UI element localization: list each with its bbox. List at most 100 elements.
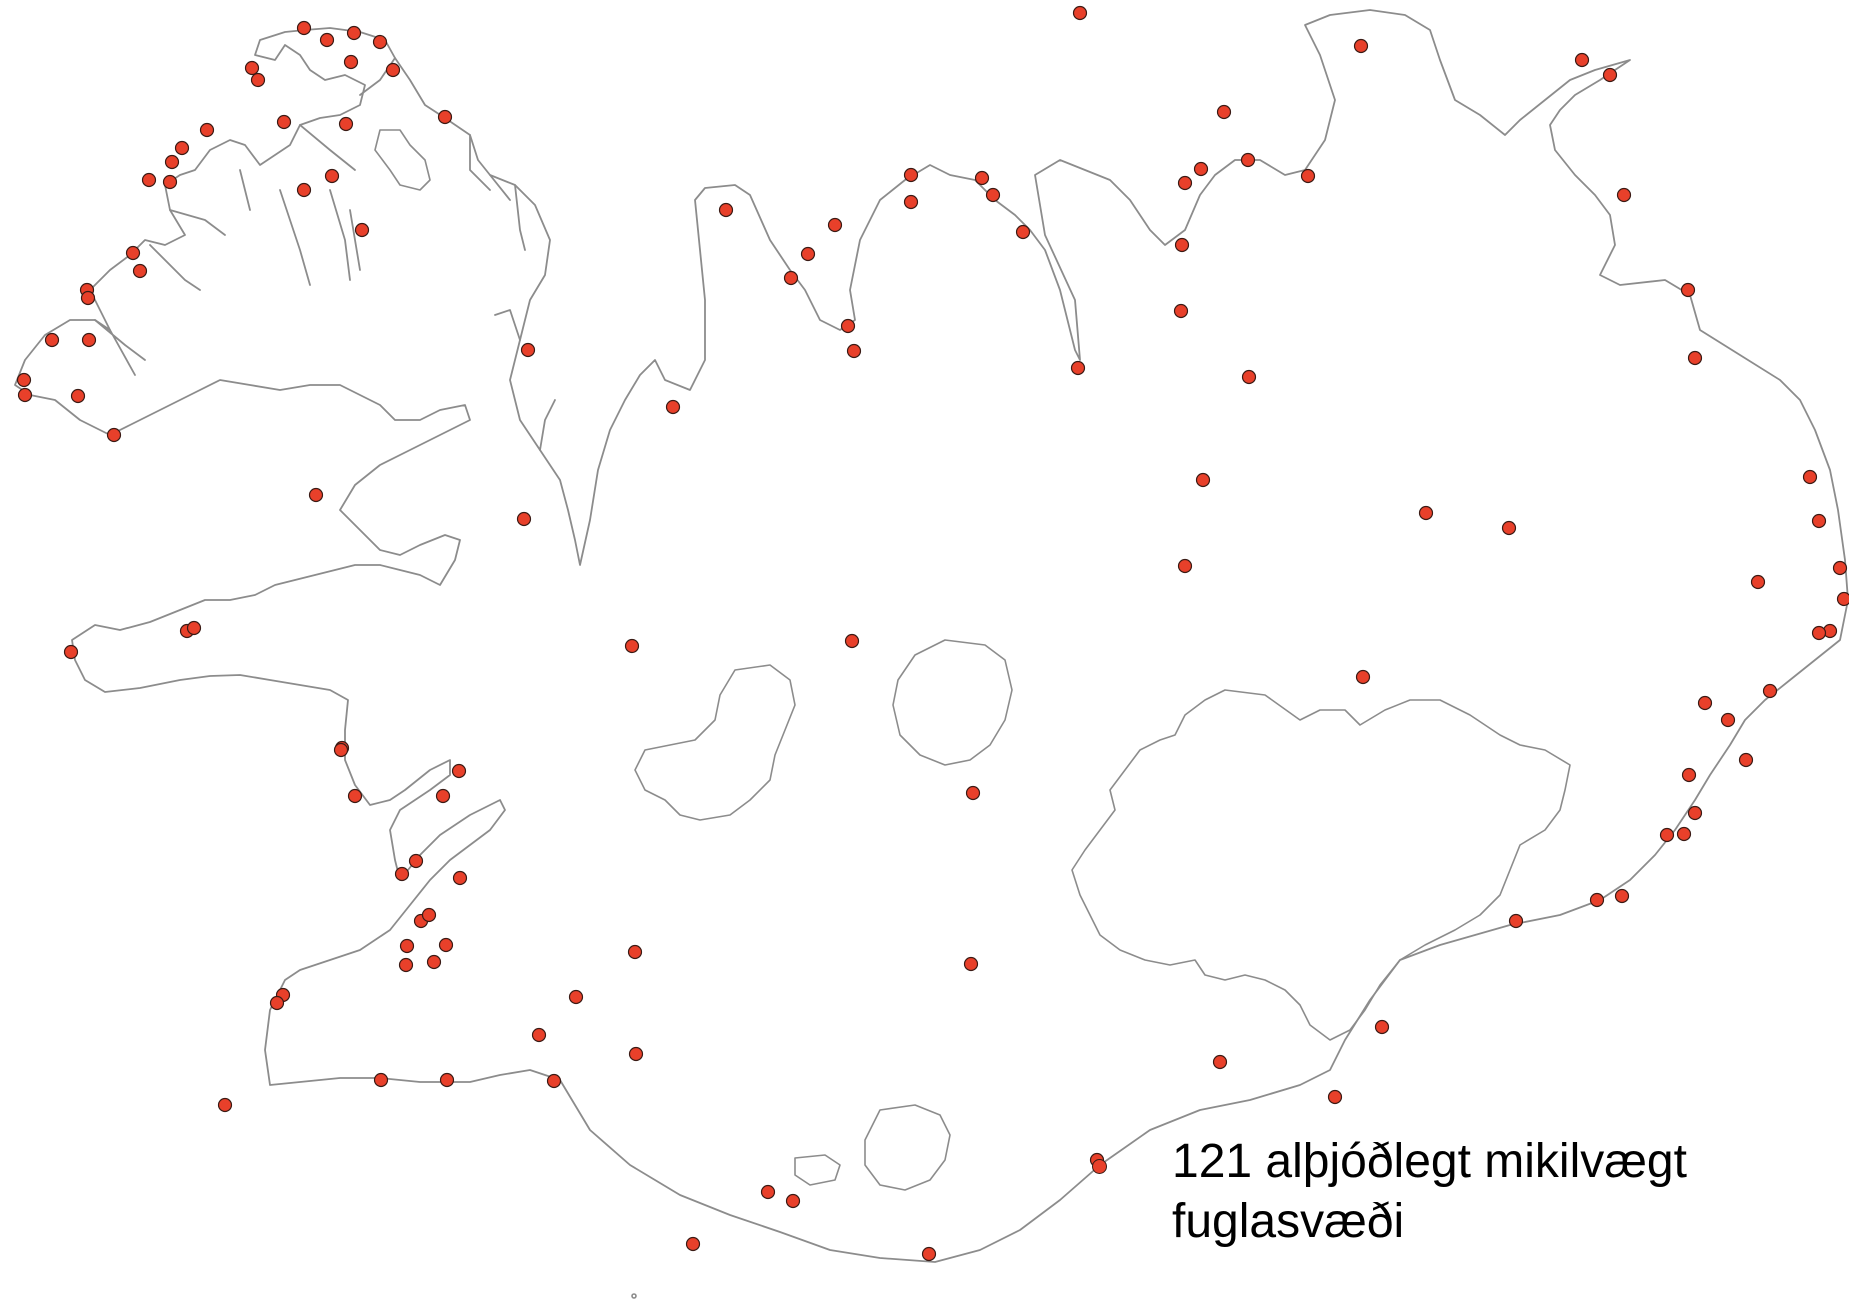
bird-area-site — [17, 387, 33, 403]
bird-area-site — [16, 372, 32, 388]
bird-area-site — [1762, 683, 1778, 699]
hofsjokull-glacier — [892, 639, 1013, 766]
myrdalsjokull-glacier — [864, 1104, 951, 1191]
bird-area-site — [452, 870, 468, 886]
bird-area-site — [437, 109, 453, 125]
bird-area-site — [164, 154, 180, 170]
bird-area-site — [44, 332, 60, 348]
bird-area-site — [963, 956, 979, 972]
bird-area-site — [827, 217, 843, 233]
bird-area-site — [921, 1246, 937, 1262]
bird-area-site — [1811, 513, 1827, 529]
eyjafjallajokull-glacier — [794, 1154, 841, 1186]
bird-area-site — [846, 343, 862, 359]
bird-area-site — [1811, 625, 1827, 641]
bird-area-site — [1216, 104, 1232, 120]
bird-area-site — [106, 427, 122, 443]
bird-area-site — [398, 957, 414, 973]
bird-area-site — [372, 34, 388, 50]
bird-area-site — [800, 246, 816, 262]
bird-area-site — [1508, 913, 1524, 929]
bird-area-site — [346, 25, 362, 41]
bird-area-site — [718, 202, 734, 218]
bird-area-site — [435, 788, 451, 804]
bird-area-site — [269, 995, 285, 1011]
small-islet — [631, 1293, 637, 1299]
bird-area-site — [840, 318, 856, 334]
bird-area-site — [1174, 237, 1190, 253]
bird-area-site — [1802, 469, 1818, 485]
bird-area-site — [1015, 224, 1031, 240]
bird-area-site — [628, 1046, 644, 1062]
bird-area-site — [1173, 303, 1189, 319]
westfjords-lake — [374, 129, 431, 191]
bird-area-site — [1687, 350, 1703, 366]
bird-area-site — [354, 222, 370, 238]
bird-area-site — [844, 633, 860, 649]
bird-area-site — [1177, 558, 1193, 574]
bird-area-site — [217, 1097, 233, 1113]
bird-area-site — [1697, 695, 1713, 711]
bird-area-site — [1832, 560, 1848, 576]
bird-area-site — [903, 167, 919, 183]
bird-area-site — [186, 620, 202, 636]
bird-area-site — [199, 122, 215, 138]
vatnajokull-glacier — [1071, 689, 1571, 1041]
bird-area-site — [308, 487, 324, 503]
bird-area-site — [162, 174, 178, 190]
bird-area-site — [1177, 175, 1193, 191]
bird-area-site — [903, 194, 919, 210]
bird-area-site — [1327, 1089, 1343, 1105]
bird-area-site — [974, 170, 990, 186]
bird-area-site — [1681, 767, 1697, 783]
bird-area-site — [1240, 152, 1256, 168]
bird-area-site — [324, 168, 340, 184]
bird-area-site — [531, 1027, 547, 1043]
fjord-lines — [94, 57, 556, 451]
bird-area-site — [785, 1193, 801, 1209]
bird-area-site — [343, 54, 359, 70]
bird-area-site — [296, 182, 312, 198]
bird-area-site — [627, 944, 643, 960]
coastline — [14, 9, 1849, 1263]
bird-area-site — [1300, 168, 1316, 184]
bird-area-site — [276, 114, 292, 130]
bird-area-sites — [16, 5, 1849, 1262]
bird-area-site — [1501, 520, 1517, 536]
bird-area-site — [1193, 161, 1209, 177]
bird-area-site — [1720, 712, 1736, 728]
bird-area-site — [1355, 669, 1371, 685]
bird-area-site — [1680, 282, 1696, 298]
bird-area-site — [1574, 52, 1590, 68]
bird-area-site — [1072, 5, 1088, 21]
bird-area-site — [399, 938, 415, 954]
bird-area-site — [1616, 187, 1632, 203]
bird-area-site — [1241, 369, 1257, 385]
bird-area-site — [244, 60, 260, 76]
bird-area-site — [174, 140, 190, 156]
bird-area-site — [1418, 505, 1434, 521]
legend-label: 121 alþjóðlegt mikilvægt fuglasvæði — [1172, 1135, 1687, 1248]
bird-area-site — [81, 332, 97, 348]
bird-area-site — [385, 62, 401, 78]
bird-area-site — [132, 263, 148, 279]
bird-area-site — [1212, 1054, 1228, 1070]
bird-area-site — [516, 511, 532, 527]
bird-area-site — [624, 638, 640, 654]
bird-area-site — [141, 172, 157, 188]
bird-area-site — [783, 270, 799, 286]
bird-area-site — [373, 1072, 389, 1088]
bird-area-site — [250, 72, 266, 88]
bird-area-site — [296, 20, 312, 36]
bird-area-site — [1750, 574, 1766, 590]
bird-area-site — [333, 742, 349, 758]
bird-area-site — [1589, 892, 1605, 908]
bird-area-site — [125, 245, 141, 261]
bird-area-site — [63, 644, 79, 660]
bird-area-site — [1659, 827, 1675, 843]
bird-area-site — [347, 788, 363, 804]
bird-area-site — [546, 1073, 562, 1089]
bird-area-site — [1353, 38, 1369, 54]
bird-area-site — [520, 342, 536, 358]
bird-area-site — [438, 937, 454, 953]
